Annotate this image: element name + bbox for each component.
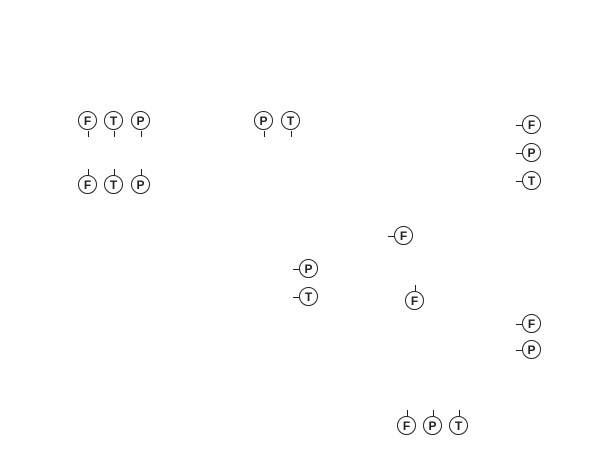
connector-tick: [516, 180, 522, 182]
node-t: T: [293, 287, 319, 307]
connector-tick: [87, 131, 89, 137]
node-t: T: [516, 171, 542, 191]
connector-tick: [516, 152, 522, 154]
node-label: F: [78, 175, 97, 194]
connector-tick: [263, 131, 265, 137]
node-p: P: [254, 111, 274, 137]
node-f: F: [388, 226, 414, 246]
node-p: P: [423, 410, 443, 436]
node-f: F: [405, 285, 425, 311]
node-label: P: [423, 416, 442, 435]
connector-tick: [406, 410, 408, 416]
connector-tick: [458, 410, 460, 416]
connector-tick: [432, 410, 434, 416]
connector-tick: [140, 169, 142, 175]
connector-tick: [516, 323, 522, 325]
node-f: F: [78, 169, 98, 195]
connector-tick: [290, 131, 292, 137]
node-label: P: [522, 143, 541, 162]
node-label: F: [405, 291, 424, 310]
node-f: F: [516, 314, 542, 334]
connector-tick: [388, 235, 394, 237]
node-label: F: [394, 226, 413, 245]
node-label: F: [78, 111, 97, 130]
connector-tick: [87, 169, 89, 175]
node-p: P: [293, 259, 319, 279]
connector-tick: [516, 124, 522, 126]
node-t: T: [104, 169, 124, 195]
node-label: P: [299, 259, 318, 278]
connector-tick: [414, 285, 416, 291]
node-t: T: [449, 410, 469, 436]
node-label: T: [449, 416, 468, 435]
node-label: P: [131, 111, 150, 130]
node-f: F: [516, 115, 542, 135]
node-p: P: [131, 111, 151, 137]
node-label: P: [522, 340, 541, 359]
connector-tick: [140, 131, 142, 137]
connector-tick: [113, 131, 115, 137]
node-label: T: [104, 111, 123, 130]
connector-tick: [293, 296, 299, 298]
node-label: F: [522, 314, 541, 333]
node-label: P: [254, 111, 273, 130]
node-t: T: [281, 111, 301, 137]
connector-tick: [516, 349, 522, 351]
node-p: P: [516, 340, 542, 360]
node-label: F: [522, 115, 541, 134]
node-label: F: [397, 416, 416, 435]
node-f: F: [78, 111, 98, 137]
node-label: T: [281, 111, 300, 130]
node-label: T: [104, 175, 123, 194]
node-t: T: [104, 111, 124, 137]
node-label: P: [131, 175, 150, 194]
node-label: T: [522, 171, 541, 190]
node-label: T: [299, 287, 318, 306]
node-p: P: [516, 143, 542, 163]
node-p: P: [131, 169, 151, 195]
node-f: F: [397, 410, 417, 436]
connector-tick: [113, 169, 115, 175]
connector-tick: [293, 268, 299, 270]
